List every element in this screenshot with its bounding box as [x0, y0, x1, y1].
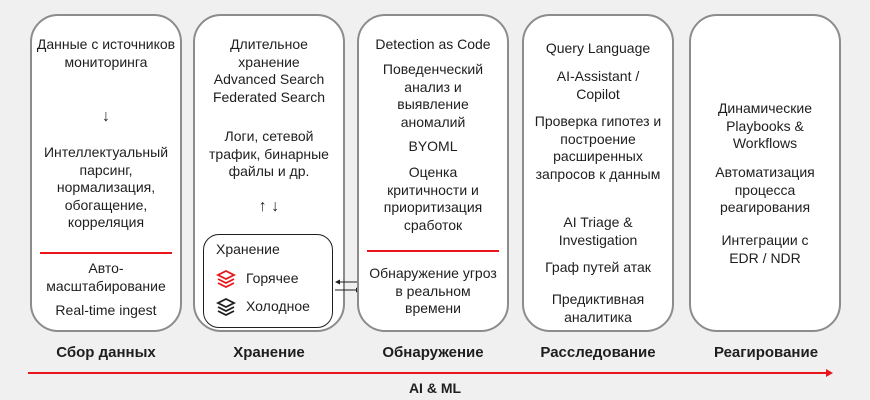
item-integrations: Интеграции с EDR / NDR — [721, 232, 809, 266]
item-ai-assistant: AI-Assistant / Copilot — [556, 68, 640, 102]
column-detection: Detection as Code Поведенческий анализ и… — [357, 14, 509, 332]
item-attack-graph: Граф путей атак — [545, 259, 651, 275]
storage-box: Хранение Горячее Холодное — [203, 234, 333, 328]
item-federated-search: Federated Search — [212, 89, 326, 105]
item-query-language: Query Language — [545, 40, 651, 56]
ai-ml-axis-line — [28, 372, 828, 374]
item-hypothesis: Проверка гипотез и построение расширенны… — [534, 113, 662, 182]
item-byoml: BYOML — [408, 138, 458, 154]
arrow-down-icon: ↓ — [102, 108, 110, 125]
item-long-storage: Длительное хранение — [230, 36, 308, 70]
storage-cold: Холодное — [216, 297, 310, 317]
axis-label: AI & ML — [408, 380, 462, 396]
arrows-up-down-icon: ↑ ↓ — [258, 198, 280, 215]
item-prioritization: Оценка критичности и приоритизация срабо… — [383, 164, 483, 233]
column-collection: Данные с источников мониторинга ↓ Интелл… — [30, 14, 182, 332]
item-playbooks: Динамические Playbooks & Workflows — [717, 100, 813, 151]
item-data-types: Логи, сетевой трафик, бинарные файлы и д… — [209, 128, 329, 179]
column-storage: Длительное хранение Advanced Search Fede… — [193, 14, 345, 332]
column-title-collection: Сбор данных — [56, 344, 156, 361]
column-response: Динамические Playbooks & Workflows Автом… — [689, 14, 841, 332]
storage-box-title: Хранение — [216, 241, 280, 257]
layers-cold-icon — [216, 297, 236, 317]
item-behavior-analysis: Поведенческий анализ и выявление аномали… — [382, 61, 484, 130]
item-detection-as-code: Detection as Code — [375, 36, 491, 52]
storage-hot-label: Горячее — [246, 270, 299, 287]
arrow-right-icon — [826, 369, 833, 377]
separator-line — [367, 250, 499, 252]
item-realtime-detection: Обнаружение угроз в реальном времени — [369, 265, 497, 316]
item-realtime-ingest: Real-time ingest — [55, 302, 157, 318]
column-title-detection: Обнаружение — [382, 344, 484, 361]
item-monitoring-sources: Данные с источников мониторинга — [36, 36, 176, 70]
column-title-storage: Хранение — [233, 344, 305, 361]
item-parsing: Интеллектуальный парсинг, нормализация, … — [43, 144, 169, 230]
storage-hot: Горячее — [216, 269, 299, 289]
layers-hot-icon — [216, 269, 236, 289]
item-predictive-analytics: Предиктивная аналитика — [551, 291, 645, 325]
item-advanced-search: Advanced Search — [213, 71, 325, 87]
item-autoscaling: Авто-масштабирование — [46, 260, 166, 294]
item-ai-triage: AI Triage & Investigation — [558, 214, 638, 248]
separator-line — [40, 252, 172, 254]
column-investigation: Query Language AI-Assistant / Copilot Пр… — [522, 14, 674, 332]
column-title-investigation: Расследование — [540, 344, 656, 361]
storage-cold-label: Холодное — [246, 298, 310, 315]
item-automation: Автоматизация процесса реагирования — [715, 164, 815, 215]
column-title-response: Реагирование — [713, 344, 819, 361]
